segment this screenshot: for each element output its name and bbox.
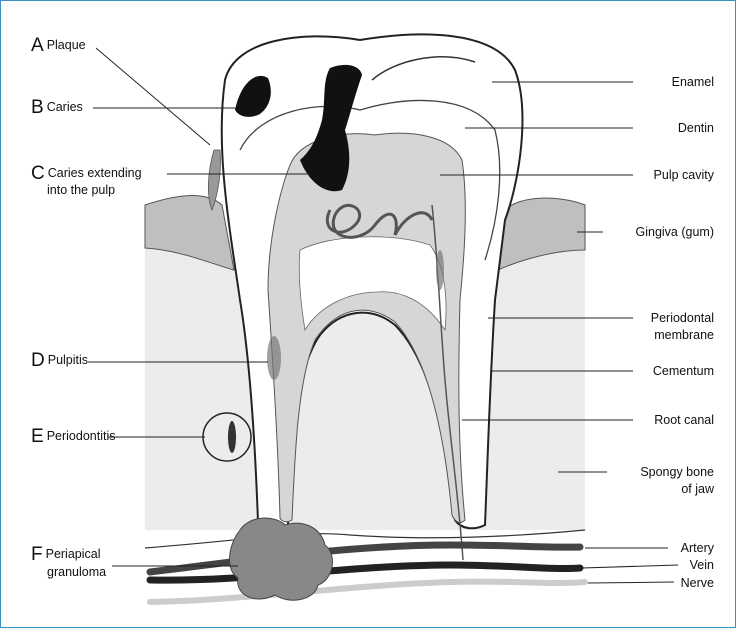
- leader-vein: [582, 565, 678, 568]
- label-dentin: Dentin: [678, 121, 714, 136]
- label-text: Periodontitis: [47, 429, 116, 443]
- label-text: Caries extending: [48, 166, 142, 180]
- label-root-canal: Root canal: [654, 413, 714, 428]
- label-periodontal: Periodontal: [651, 311, 714, 326]
- plaque: [208, 150, 220, 210]
- label-pulp-cavity: Pulp cavity: [654, 168, 714, 183]
- label-letter: F: [31, 544, 43, 565]
- label-letter: D: [31, 350, 45, 371]
- label-text: Caries: [47, 100, 83, 114]
- label-gingiva: Gingiva (gum): [636, 225, 715, 240]
- label-granuloma-line2: granuloma: [47, 565, 106, 580]
- label-periodontal-line2: membrane: [654, 328, 714, 343]
- label-text: Pulpitis: [48, 353, 88, 367]
- label-text: Periapical: [46, 547, 101, 561]
- leader-plaque: [96, 48, 210, 145]
- label-letter: A: [31, 35, 44, 56]
- label-spongy-bone-line2: of jaw: [681, 482, 714, 497]
- label-enamel: Enamel: [672, 75, 714, 90]
- label-text: Plaque: [47, 38, 86, 52]
- label-letter: E: [31, 426, 44, 447]
- canal-spot: [436, 250, 444, 290]
- leader-nerve: [588, 582, 674, 583]
- periodontitis-spot: [228, 421, 236, 453]
- label-artery: Artery: [681, 541, 714, 556]
- label-cementum: Cementum: [653, 364, 714, 379]
- label-caries-pulp-line2: into the pulp: [47, 183, 115, 198]
- label-letter: C: [31, 163, 45, 184]
- pulpitis-spot: [267, 336, 281, 380]
- nerve: [150, 582, 585, 602]
- label-nerve: Nerve: [681, 576, 714, 591]
- granuloma: [230, 518, 333, 600]
- label-letter: B: [31, 97, 44, 118]
- label-spongy-bone: Spongy bone: [640, 465, 714, 480]
- label-vein: Vein: [690, 558, 714, 573]
